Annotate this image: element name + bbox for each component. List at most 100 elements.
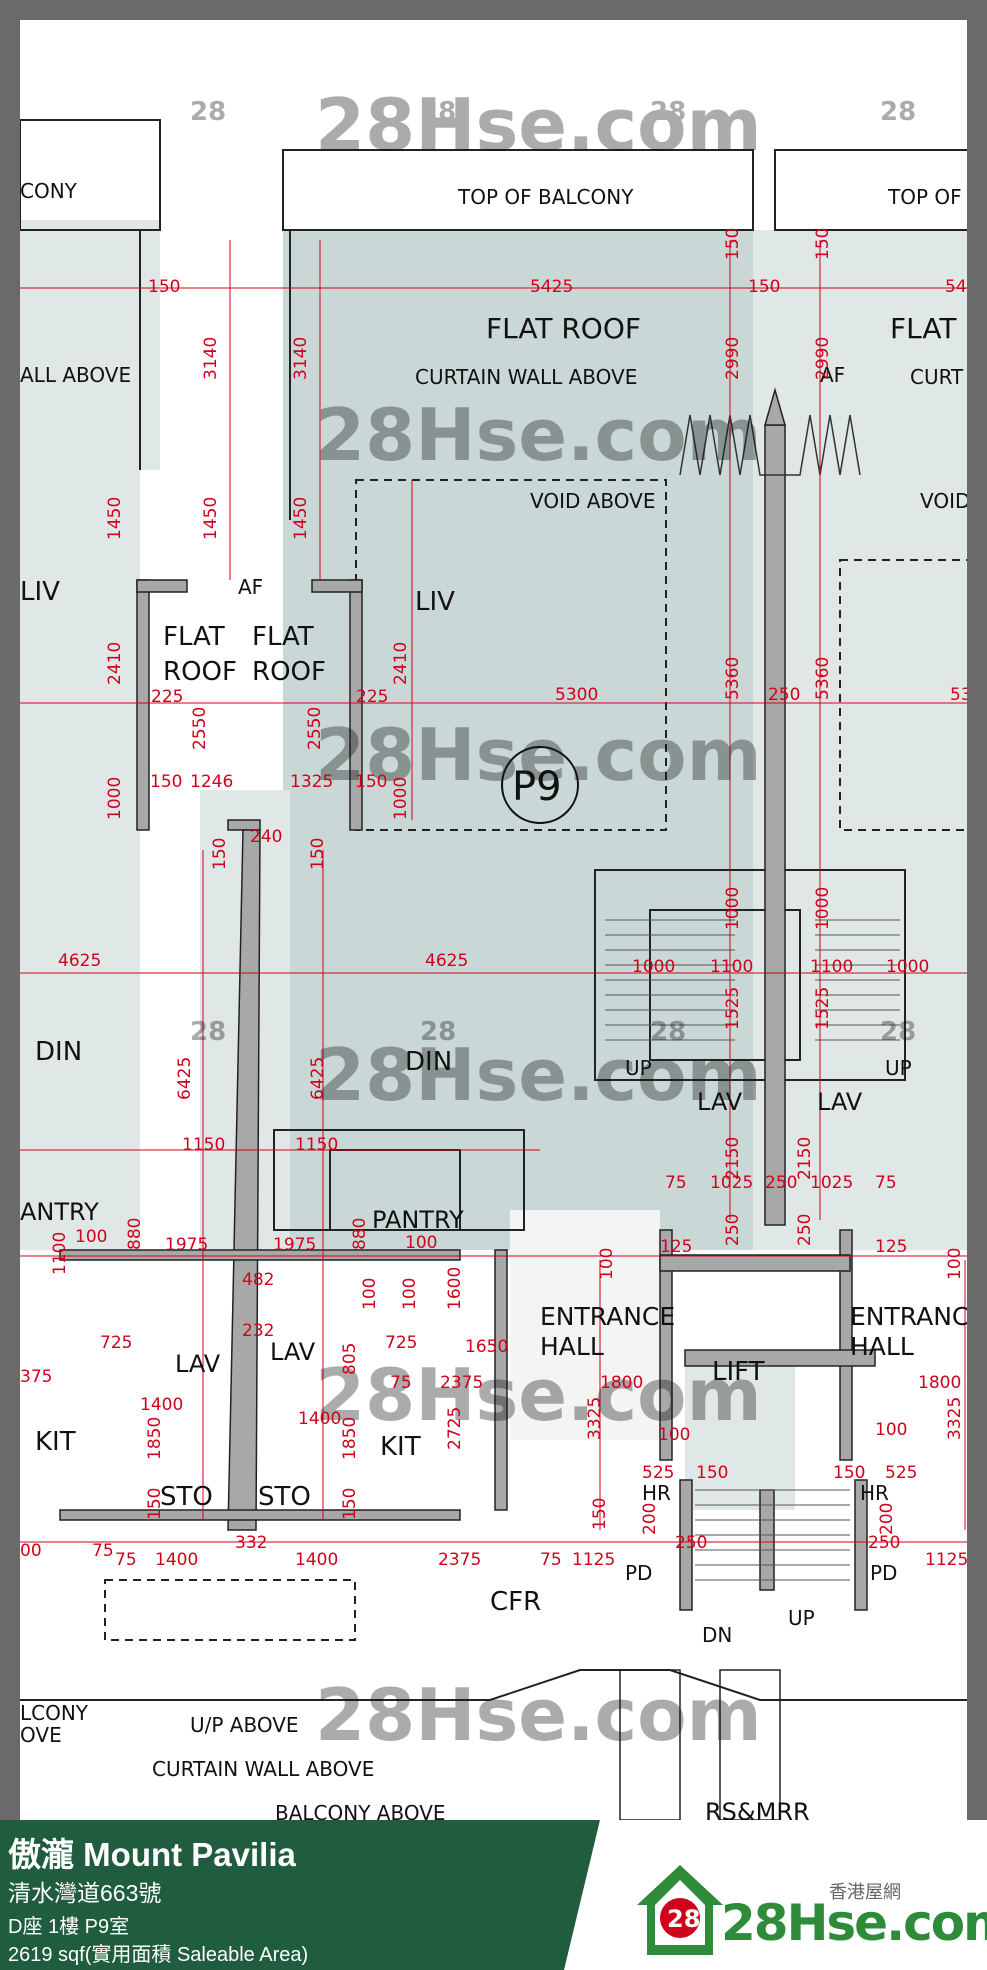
dim: 250 xyxy=(765,1173,797,1193)
dim: 805 xyxy=(340,1343,360,1375)
dim: 150 xyxy=(150,772,182,792)
dim: 150 xyxy=(590,1498,610,1530)
dim: 250 xyxy=(868,1533,900,1553)
floor-plan: 28Hse.com 28Hse.com 28Hse.com 28Hse.com … xyxy=(20,20,967,1820)
dim: 2990 xyxy=(813,337,833,380)
walls xyxy=(59,387,876,1820)
svg-text:28: 28 xyxy=(420,1017,456,1047)
dim: 1650 xyxy=(465,1337,508,1357)
brand-chinese: 香港屋網 xyxy=(829,1882,901,1903)
dim: 1100 xyxy=(810,957,853,977)
label-rs-mrr: RS&MRR xyxy=(705,1798,810,1820)
svg-text:28Hse.com: 28Hse.com xyxy=(315,83,762,167)
dim: 00 xyxy=(20,1541,42,1561)
dim: 2150 xyxy=(795,1137,815,1180)
dimension-lines xyxy=(20,240,967,1543)
dim: 525 xyxy=(642,1463,674,1483)
label-up-3: UP xyxy=(788,1606,815,1630)
brand-logo: 28 香港屋網 28Hse.com xyxy=(635,1850,987,1960)
dim: 1325 xyxy=(290,772,333,792)
dim: 100 xyxy=(360,1278,380,1310)
dim: 75 xyxy=(875,1173,897,1193)
dim: 1450 xyxy=(201,497,221,540)
brand-name: 28Hse.com xyxy=(721,1894,987,1952)
dim: 150 xyxy=(148,277,180,297)
stairs xyxy=(605,919,900,1581)
label-entrance-2a: ENTRANC xyxy=(850,1302,967,1331)
label-balcony-left-2b: OVE xyxy=(20,1723,62,1747)
dim: 1525 xyxy=(723,987,743,1030)
label-sto-1: STO xyxy=(160,1482,213,1512)
dim: 54 xyxy=(945,277,967,297)
house-icon: 28 xyxy=(637,1865,723,1955)
dim: 75 xyxy=(115,1550,137,1570)
label-top-balcony-2: TOP OF xyxy=(887,185,962,209)
dim: 150 xyxy=(696,1463,728,1483)
dim: 250 xyxy=(675,1533,707,1553)
label-cfr: CFR xyxy=(490,1587,541,1617)
label-hr-2: HR xyxy=(860,1481,889,1505)
label-flat-roof-1: FLAT ROOF xyxy=(486,312,641,345)
dim: 1400 xyxy=(295,1550,338,1570)
label-entrance-1b: HALL xyxy=(540,1332,604,1361)
label-entrance-1a: ENTRANCE xyxy=(540,1302,675,1331)
dim: 75 xyxy=(540,1550,562,1570)
dim: 1850 xyxy=(145,1417,165,1460)
label-din-2: DIN xyxy=(405,1047,452,1077)
svg-text:28Hse.com: 28Hse.com xyxy=(315,1673,762,1757)
dim: 150 xyxy=(145,1488,165,1520)
dim: 100 xyxy=(945,1248,965,1280)
dim: 225 xyxy=(356,687,388,707)
dimension-figures: 150 5425 150 54 3140 3140 2990 2990 150 … xyxy=(20,228,967,1570)
dim: 6425 xyxy=(175,1057,195,1100)
dim: 4625 xyxy=(425,951,468,971)
property-area: 2619 sqf(實用面積 Saleable Area) xyxy=(8,1944,309,1966)
dim: 2410 xyxy=(105,642,125,685)
label-af-1: AF xyxy=(238,575,263,599)
label-dn: DN xyxy=(702,1623,732,1647)
svg-text:28: 28 xyxy=(190,97,226,127)
watermark: 28Hse.com 28Hse.com 28Hse.com 28Hse.com … xyxy=(190,83,916,1757)
dim: 240 xyxy=(250,827,282,847)
svg-text:28Hse.com: 28Hse.com xyxy=(315,713,762,797)
label-lav-1: LAV xyxy=(697,1088,743,1116)
dim: 5300 xyxy=(555,685,598,705)
label-roof-small-2: ROOF xyxy=(252,657,326,687)
dim: 880 xyxy=(350,1218,370,1250)
label-pd-1: PD xyxy=(625,1561,652,1585)
label-pantry-1: ANTRY xyxy=(20,1198,99,1226)
label-void-1: VOID ABOVE xyxy=(530,489,656,513)
label-entrance-2b: HALL xyxy=(850,1332,914,1361)
dim: 1150 xyxy=(295,1135,338,1155)
dim: 5425 xyxy=(530,277,573,297)
label-curtain-wall-1: CURTAIN WALL ABOVE xyxy=(415,365,637,389)
dim: 1400 xyxy=(155,1550,198,1570)
dim: 482 xyxy=(242,1270,274,1290)
svg-text:28Hse.com: 28Hse.com xyxy=(315,393,762,477)
dim: 1025 xyxy=(810,1173,853,1193)
dim: 1800 xyxy=(918,1373,961,1393)
dim: 1000 xyxy=(813,887,833,930)
label-flat-small-1: FLAT xyxy=(163,622,225,652)
svg-text:28: 28 xyxy=(667,1905,700,1933)
label-top-balcony-1: TOP OF BALCONY xyxy=(457,185,634,209)
label-balcony-left: CONY xyxy=(20,179,78,203)
dim: 725 xyxy=(100,1333,132,1353)
footer-info-panel: 傲瀧 Mount Pavilia 清水灣道663號 D座 1樓 P9室 2619… xyxy=(0,1820,600,1970)
dim: 150 xyxy=(723,228,743,260)
label-lift: LIFT xyxy=(712,1357,765,1387)
dim: 2725 xyxy=(445,1407,465,1450)
dim: 1800 xyxy=(600,1373,643,1393)
dim: 150 xyxy=(748,277,780,297)
dim: 150 xyxy=(813,228,833,260)
dim: 1125 xyxy=(925,1550,967,1570)
unit-marker-circle xyxy=(501,746,579,824)
dim: 2550 xyxy=(305,707,325,750)
dim: 1400 xyxy=(140,1395,183,1415)
dim: 2550 xyxy=(190,707,210,750)
dim: 3140 xyxy=(201,337,221,380)
label-kit-2: KIT xyxy=(380,1432,421,1462)
property-title: 傲瀧 Mount Pavilia xyxy=(8,1836,296,1873)
dim: 525 xyxy=(885,1463,917,1483)
label-pd-2: PD xyxy=(870,1561,897,1585)
